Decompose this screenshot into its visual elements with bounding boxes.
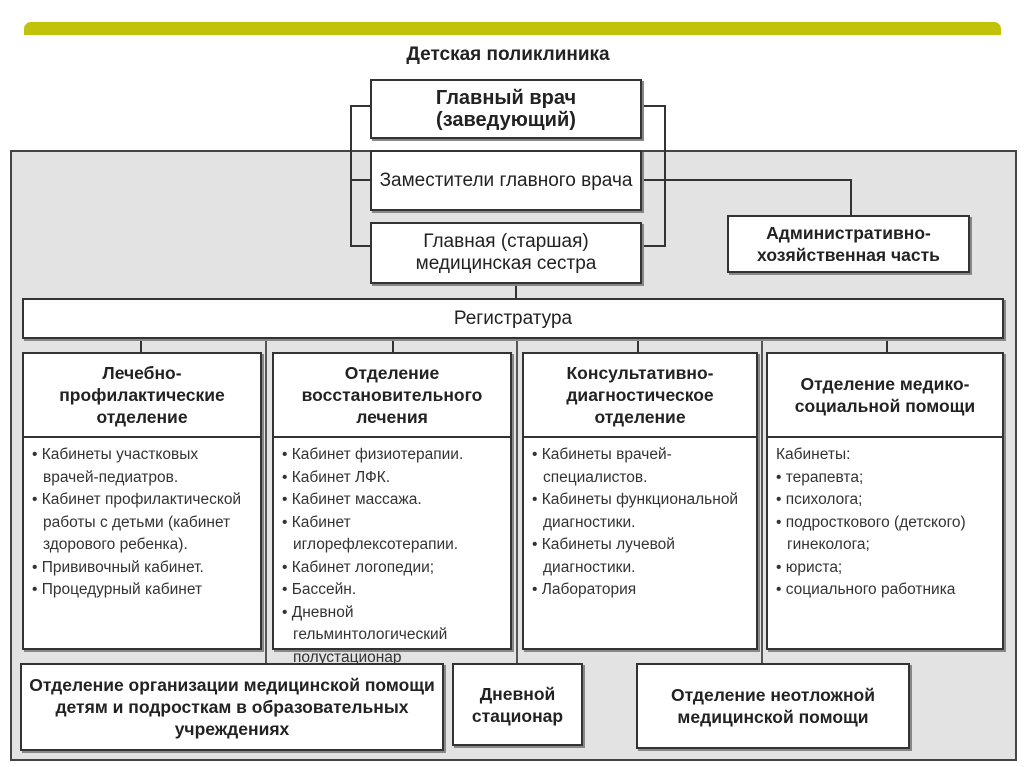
list-item: Кабинет физиотерапии.	[282, 444, 506, 467]
list-item: Кабинет профилактической работы с детьми…	[32, 489, 256, 557]
list-item: Кабинеты врачей-специалистов.	[532, 444, 752, 489]
connector-line	[350, 245, 370, 247]
list-item: Прививочный кабинет.	[32, 557, 256, 580]
connector-line	[516, 338, 518, 663]
emergency-department-box: Отделение неотложной медицинской помощи	[636, 663, 910, 749]
department-column: Консультативно-диагностическое отделение…	[522, 352, 758, 650]
day-hospital-box: Дневной стационар	[452, 663, 583, 746]
list-item: Кабинеты участковых врачей-педиатров.	[32, 444, 256, 489]
list-item: Кабинет массажа.	[282, 489, 506, 512]
list-item: Кабинет ЛФК.	[282, 467, 506, 490]
department-title: Отделение медико-социальной помощи	[768, 354, 1002, 438]
chief-doctor-box: Главный врач (заведующий)	[370, 79, 642, 139]
connector-line	[265, 338, 267, 663]
list-intro: Кабинеты:	[776, 446, 851, 463]
connector-line	[642, 179, 852, 181]
list-item: Дневной гельминтологический полустациона…	[282, 602, 506, 670]
list-item: Кабинет иглорефлексотерапии.	[282, 512, 506, 557]
list-item: подросткового (детского) гинеколога;	[776, 512, 998, 557]
list-item: Кабинеты лучевой диагностики.	[532, 534, 752, 579]
registry-box: Регистратура	[22, 298, 1004, 339]
accent-bar	[24, 22, 1001, 35]
department-title: Лечебно-профилактические отделение	[24, 354, 260, 438]
department-column: Лечебно-профилактические отделение Кабин…	[22, 352, 262, 650]
connector-line	[850, 179, 852, 216]
list-item: психолога;	[776, 489, 998, 512]
department-column: Отделение восстановительного лечения Каб…	[272, 352, 512, 666]
list-item: Кабинеты функциональной диагностики.	[532, 489, 752, 534]
connector-line	[637, 338, 639, 352]
deputies-box: Заместители главного врача	[370, 150, 642, 211]
connector-line	[350, 105, 352, 246]
connector-line	[515, 283, 517, 299]
head-nurse-box: Главная (старшая) медицинская сестра	[370, 222, 642, 284]
connector-line	[350, 179, 370, 181]
diagram-title: Детская поликлиника	[406, 44, 610, 65]
connector-line	[642, 105, 666, 107]
list-item: юриста;	[776, 557, 998, 580]
list-item: терапевта;	[776, 467, 998, 490]
list-item: Бассейн.	[282, 579, 506, 602]
connector-line	[886, 338, 888, 352]
list-item: социального работника	[776, 579, 998, 602]
department-title: Отделение восстановительного лечения	[274, 354, 510, 438]
connector-line	[761, 338, 763, 663]
list-item: Кабинет логопедии;	[282, 557, 506, 580]
admin-box: Административно-хозяйственная часть	[727, 215, 970, 273]
department-title: Консультативно-диагностическое отделение	[524, 354, 756, 438]
connector-line	[664, 105, 666, 246]
school-department-box: Отделение организации медицинской помощи…	[20, 663, 444, 751]
connector-line	[350, 105, 370, 107]
connector-line	[392, 338, 394, 352]
list-item: Процедурный кабинет	[32, 579, 256, 602]
list-item: Лаборатория	[532, 579, 752, 602]
connector-line	[140, 338, 142, 352]
department-column: Отделение медико-социальной помощи Кабин…	[766, 352, 1004, 650]
connector-line	[642, 245, 666, 247]
